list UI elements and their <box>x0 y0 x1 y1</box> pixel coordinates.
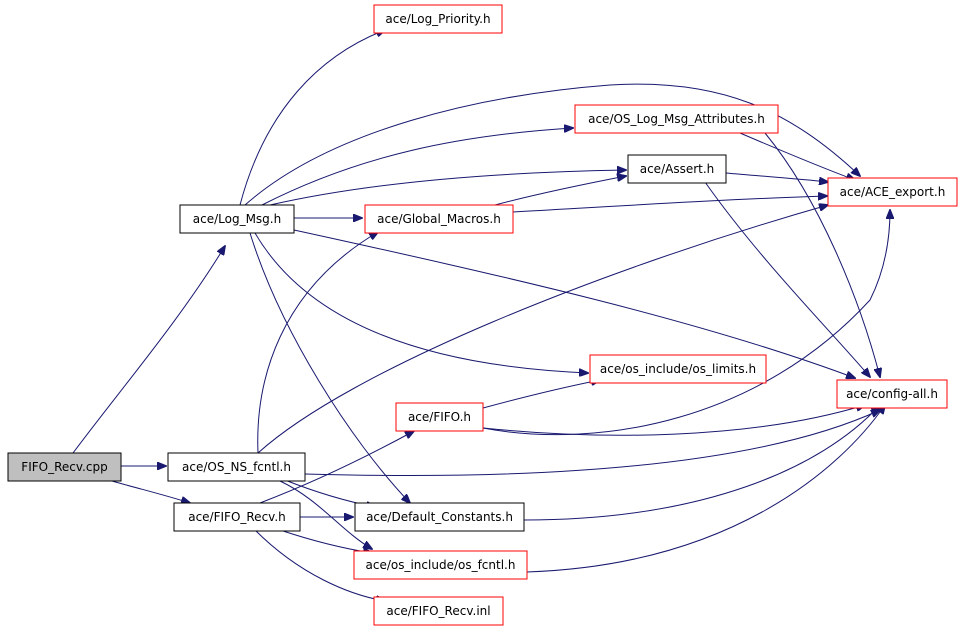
edge-fifo-h-to-config-all <box>482 405 865 436</box>
edge-fifo-recv-h-to-fifo-recv-inl <box>254 529 385 601</box>
node-os-fcntl[interactable]: ace/os_include/os_fcntl.h <box>353 550 528 580</box>
edge-fifo-recv-cpp-to-log-msg <box>72 246 225 454</box>
edge-log-msg-to-os-log-msg-attributes <box>261 128 573 206</box>
node-label: ace/FIFO_Recv.inl <box>386 604 490 618</box>
node-label: ace/FIFO.h <box>408 410 471 424</box>
node-label: FIFO_Recv.cpp <box>21 460 107 474</box>
node-default-constants[interactable]: ace/Default_Constants.h <box>354 502 525 532</box>
edge-assert-to-config-all <box>704 181 870 377</box>
node-fifo-recv-h[interactable]: ace/FIFO_Recv.h <box>173 502 301 532</box>
node-label: ace/os_include/os_fcntl.h <box>366 558 516 572</box>
node-label: ace/ACE_export.h <box>840 185 946 199</box>
node-label: ace/Assert.h <box>640 162 715 176</box>
edge-log-msg-to-os-limits <box>254 232 588 373</box>
node-fifo-recv-inl[interactable]: ace/FIFO_Recv.inl <box>373 596 504 626</box>
edges <box>72 30 890 601</box>
node-os-ns-fcntl[interactable]: ace/OS_NS_fcntl.h <box>167 452 306 482</box>
edge-log-msg-to-log-priority <box>239 30 385 206</box>
node-label: ace/Log_Priority.h <box>385 12 490 26</box>
node-global-macros[interactable]: ace/Global_Macros.h <box>364 204 514 234</box>
edge-os-log-msg-attributes-to-config-all <box>764 132 880 377</box>
node-log-msg[interactable]: ace/Log_Msg.h <box>179 204 295 234</box>
edge-os-log-msg-attributes-to-ace-export <box>739 132 855 180</box>
edge-fifo-h-to-os-limits <box>482 380 600 409</box>
node-label: ace/OS_NS_fcntl.h <box>182 460 291 474</box>
edge-fifo-recv-h-to-fifo-h <box>259 431 414 504</box>
node-os-log-msg-attributes[interactable]: ace/OS_Log_Msg_Attributes.h <box>574 104 779 134</box>
edge-fifo-h-to-ace-export <box>482 210 890 436</box>
edge-assert-to-ace-export <box>725 172 828 182</box>
node-label: ace/FIFO_Recv.h <box>188 510 286 524</box>
node-fifo-recv-cpp[interactable]: FIFO_Recv.cpp <box>7 452 122 482</box>
node-label: ace/Log_Msg.h <box>193 212 281 226</box>
node-label: ace/config-all.h <box>846 387 938 401</box>
edge-log-msg-to-config-all <box>293 229 855 378</box>
edge-log-msg-to-ace-export <box>244 83 860 206</box>
edge-global-macros-to-ace-export <box>512 196 827 213</box>
edge-global-macros-to-assert <box>494 176 626 206</box>
edge-os-ns-fcntl-to-os-fcntl <box>279 480 372 549</box>
edge-os-ns-fcntl-to-ace-export <box>257 205 828 454</box>
node-os-limits[interactable]: ace/os_include/os_limits.h <box>589 354 767 384</box>
edge-log-msg-to-default-constants <box>249 232 410 503</box>
node-assert[interactable]: ace/Assert.h <box>627 154 727 184</box>
node-config-all[interactable]: ace/config-all.h <box>836 379 948 409</box>
edge-fifo-recv-h-to-os-fcntl <box>279 529 372 553</box>
node-label: ace/os_include/os_limits.h <box>600 362 756 376</box>
edge-os-ns-fcntl-to-global-macros <box>257 232 378 454</box>
node-fifo-h[interactable]: ace/FIFO.h <box>395 402 484 432</box>
node-log-priority[interactable]: ace/Log_Priority.h <box>373 4 503 34</box>
node-label: ace/OS_Log_Msg_Attributes.h <box>588 112 765 126</box>
edge-default-constants-to-config-all <box>523 405 880 521</box>
node-label: ace/Default_Constants.h <box>366 510 513 524</box>
edge-log-msg-to-assert <box>269 170 626 206</box>
edge-os-fcntl-to-config-all <box>526 405 885 573</box>
edge-fifo-recv-cpp-to-fifo-recv-h <box>111 480 190 503</box>
edge-os-ns-fcntl-to-config-all <box>304 410 880 477</box>
node-label: ace/Global_Macros.h <box>377 212 501 226</box>
node-ace-export[interactable]: ace/ACE_export.h <box>827 177 958 207</box>
nodes: FIFO_Recv.cpp ace/Log_Msg.h ace/OS_NS_fc… <box>7 4 958 626</box>
